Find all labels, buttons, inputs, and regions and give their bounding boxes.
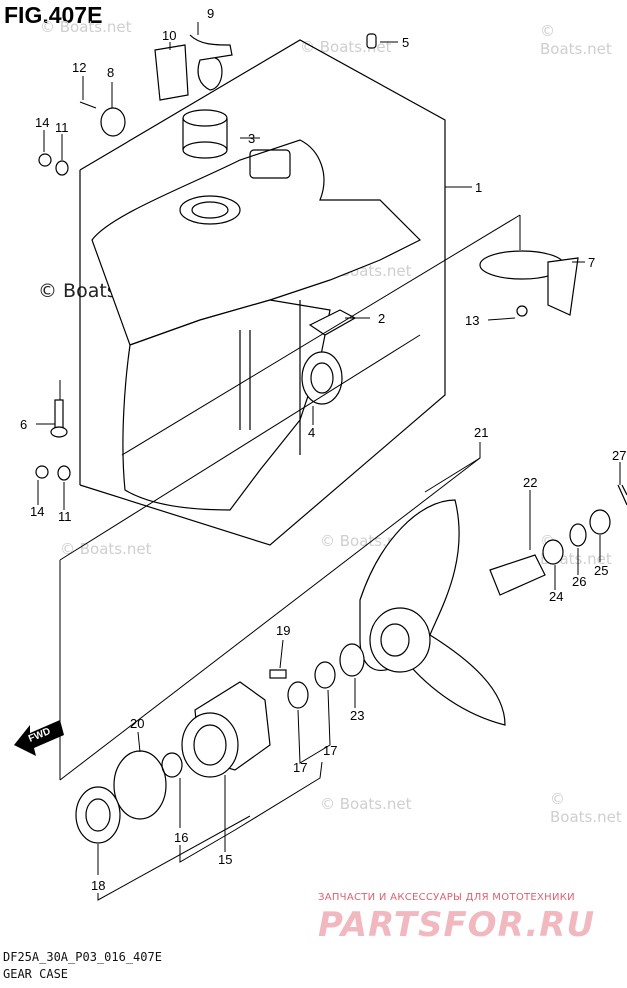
washer-11-lower xyxy=(57,465,71,481)
gear-case-rib xyxy=(239,330,251,430)
callout-19: 19 xyxy=(276,623,290,638)
callout-9: 9 xyxy=(207,6,214,21)
callout-26: 26 xyxy=(572,574,586,589)
fwd-arrow: FWD xyxy=(14,720,64,756)
gear-case-bore xyxy=(179,195,241,225)
callout-17b: 17 xyxy=(323,743,337,758)
plate-10 xyxy=(154,44,189,101)
callout-14-lower: 14 xyxy=(30,504,44,519)
callout-3: 3 xyxy=(248,131,255,146)
callout-10: 10 xyxy=(162,28,176,43)
callout-6: 6 xyxy=(20,417,27,432)
cotter-pin-27 xyxy=(617,484,627,506)
vendor-logo: PARTSFOR.RU xyxy=(318,905,596,945)
bearing-3 xyxy=(182,109,228,127)
callout-1: 1 xyxy=(475,180,482,195)
bearing-16 xyxy=(161,752,183,778)
seal-8 xyxy=(100,107,126,137)
figure-title: FIG.407E xyxy=(4,2,103,28)
bearing-4 xyxy=(301,351,343,405)
callout-27: 27 xyxy=(612,448,626,463)
bolt-12 xyxy=(79,101,97,109)
watermark: © Boats.net xyxy=(540,22,612,58)
callout-20: 20 xyxy=(130,716,144,731)
watermark: © Boats.net xyxy=(320,795,412,813)
thrust-washer-23 xyxy=(339,643,365,677)
gear-case-frame xyxy=(79,39,446,546)
gear-case-bore-inner xyxy=(191,201,229,219)
o-ring-20 xyxy=(113,750,167,820)
callout-13: 13 xyxy=(465,313,479,328)
callout-24: 24 xyxy=(549,589,563,604)
plug-14-lower xyxy=(35,465,49,479)
bushing-22 xyxy=(489,554,546,596)
callout-2: 2 xyxy=(378,311,385,326)
bolt-6 xyxy=(54,399,64,431)
washer-11-top xyxy=(55,160,69,176)
bolt-19 xyxy=(269,669,287,679)
washer-17a xyxy=(314,661,336,689)
washer-17b xyxy=(287,681,309,709)
callout-7: 7 xyxy=(588,255,595,270)
callout-11-top: 11 xyxy=(55,120,69,135)
callout-15: 15 xyxy=(218,852,232,867)
watermark: © Boats.net xyxy=(40,18,132,36)
callout-8: 8 xyxy=(107,65,114,80)
spacer-24 xyxy=(542,539,564,565)
washer-26 xyxy=(569,523,587,547)
callout-12: 12 xyxy=(72,60,86,75)
clip-9 xyxy=(189,34,233,91)
figure-caption: GEAR CASE xyxy=(3,967,69,981)
callout-21: 21 xyxy=(474,425,488,440)
callout-25: 25 xyxy=(594,563,608,578)
callout-17a: 17 xyxy=(293,760,307,775)
vendor-tagline: ЗАПЧАСТИ И АКСЕССУАРЫ ДЛЯ МОТОТЕХНИКИ xyxy=(318,892,575,903)
pin-5 xyxy=(366,33,377,49)
callout-4: 4 xyxy=(308,425,315,440)
gear-case-top xyxy=(91,139,422,346)
bolt-13 xyxy=(516,305,528,317)
callout-16: 16 xyxy=(174,830,188,845)
watermark: © Boats.net xyxy=(60,540,152,558)
callout-18: 18 xyxy=(91,878,105,893)
seal-18 xyxy=(75,786,121,844)
callout-14-top: 14 xyxy=(35,115,49,130)
gear-case-lower xyxy=(122,299,331,511)
callout-22: 22 xyxy=(523,475,537,490)
nut-25 xyxy=(589,509,611,535)
model-code: DF25A_30A_P03_016_407E xyxy=(3,950,162,964)
callout-11-lower: 11 xyxy=(58,509,72,524)
gear-case-boss xyxy=(249,149,291,179)
plug-14-top xyxy=(38,153,52,167)
callout-23: 23 xyxy=(350,708,364,723)
watermark: © Boats.net xyxy=(550,790,622,826)
callout-5: 5 xyxy=(402,35,409,50)
